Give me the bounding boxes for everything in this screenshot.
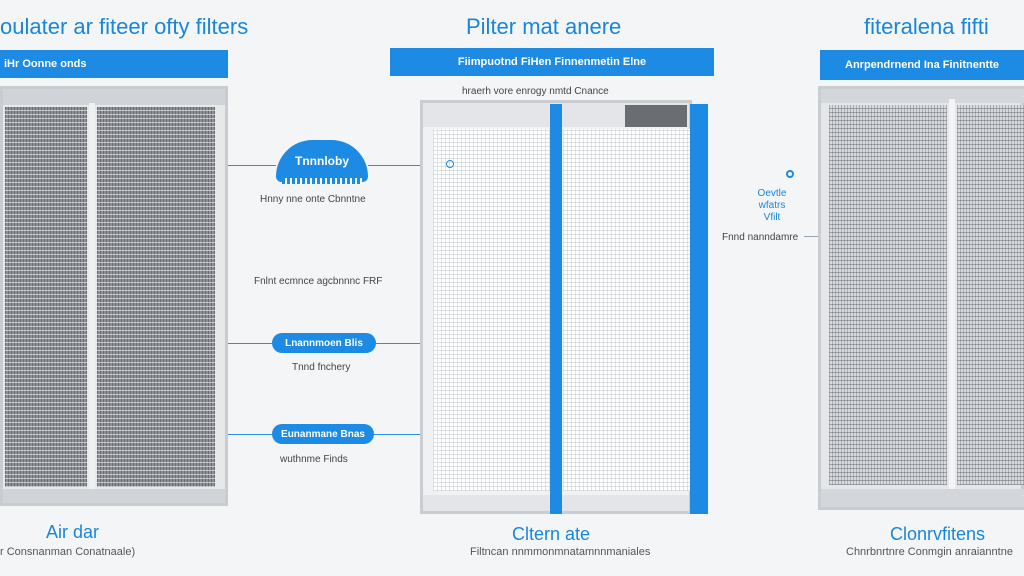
right-filter-divider [949,99,955,499]
center-filter-mesh-left [433,129,553,491]
left-filter-bottom-bar [3,489,225,503]
center-panel-title: Pilter mat anere [466,14,622,39]
left-panel-caption-sub: r Consnanman Conatnaale) [0,546,136,558]
center-top-label: hraerh vore enrogy nmtd Cnance [462,86,609,97]
bubble-leader-line-right [368,165,428,166]
left-filter-mesh-left [5,107,87,487]
center-filter-image [420,100,692,514]
right-side-label-1: Oevtle [757,188,787,199]
center-panel-caption-title: Cltern ate [512,524,591,544]
left-panel-title: oulater ar fiteer ofty filters [0,14,249,39]
pill-2-leader-left [228,434,272,435]
right-filter-top-bar [821,89,1024,103]
pill-1-leader-left [228,343,272,344]
center-filter-marker [446,160,454,168]
right-panel-title: fiteralena fifti [864,14,989,39]
right-filter-mesh-right [957,105,1024,485]
left-filter-image [0,86,228,506]
left-filter-top-bar [3,89,225,105]
bubble-sub-label: Hnny nne onte Cbnntne [260,194,366,205]
left-filter-mesh-right [97,107,215,487]
right-side-label-4: Fnnd nanndamre [722,232,799,243]
right-panel-caption-sub: Chnrbnrtnre Conmgin anraianntne [846,546,1013,558]
right-annotation-dot [786,170,794,178]
right-side-label-2: wfatrs [758,200,786,211]
right-filter-bottom-bar [821,489,1024,507]
pill-1-leader-right [376,343,420,344]
technology-bubble: Tnnnloby [276,140,368,182]
center-filter-dark-cap [625,105,687,127]
pill-1-sub-label: Tnnd fnchery [292,362,351,373]
bubble-leader-line [228,165,276,166]
right-filter-image [818,86,1024,510]
pill-2-sub-label: wuthnme Finds [280,454,348,465]
right-filter-mesh-left [829,105,947,485]
center-filter-mesh-right [563,129,691,491]
feature-pill-2: Eunanmane Bnas [272,424,374,444]
right-panel-banner: Anrpendrnend Ina Finitnentte [820,50,1024,80]
left-panel-caption-title: Air dar [46,522,100,542]
right-side-leader [804,236,826,237]
feature-pill-1: Lnannmoen Blis [272,333,376,353]
technology-bubble-base [282,178,362,184]
right-panel-caption-title: Clonrvfitens [890,524,986,544]
center-filter-center-stripe [550,104,562,514]
left-panel-banner: iHr Oonne onds [0,50,228,78]
left-filter-divider [89,103,95,495]
right-side-label-3: Vfilt [763,212,781,223]
middle-line-label: Fnlnt ecmnce agcbnnnc FRF [254,276,383,287]
pill-2-leader-right [374,434,420,435]
center-panel-caption-sub: Filtncan nnmmonmnatamnnmaniales [470,546,651,558]
center-panel-banner: Fiimpuotnd FiHen Finnenmetin Elne [390,48,714,76]
center-filter-right-stripe [690,104,708,514]
